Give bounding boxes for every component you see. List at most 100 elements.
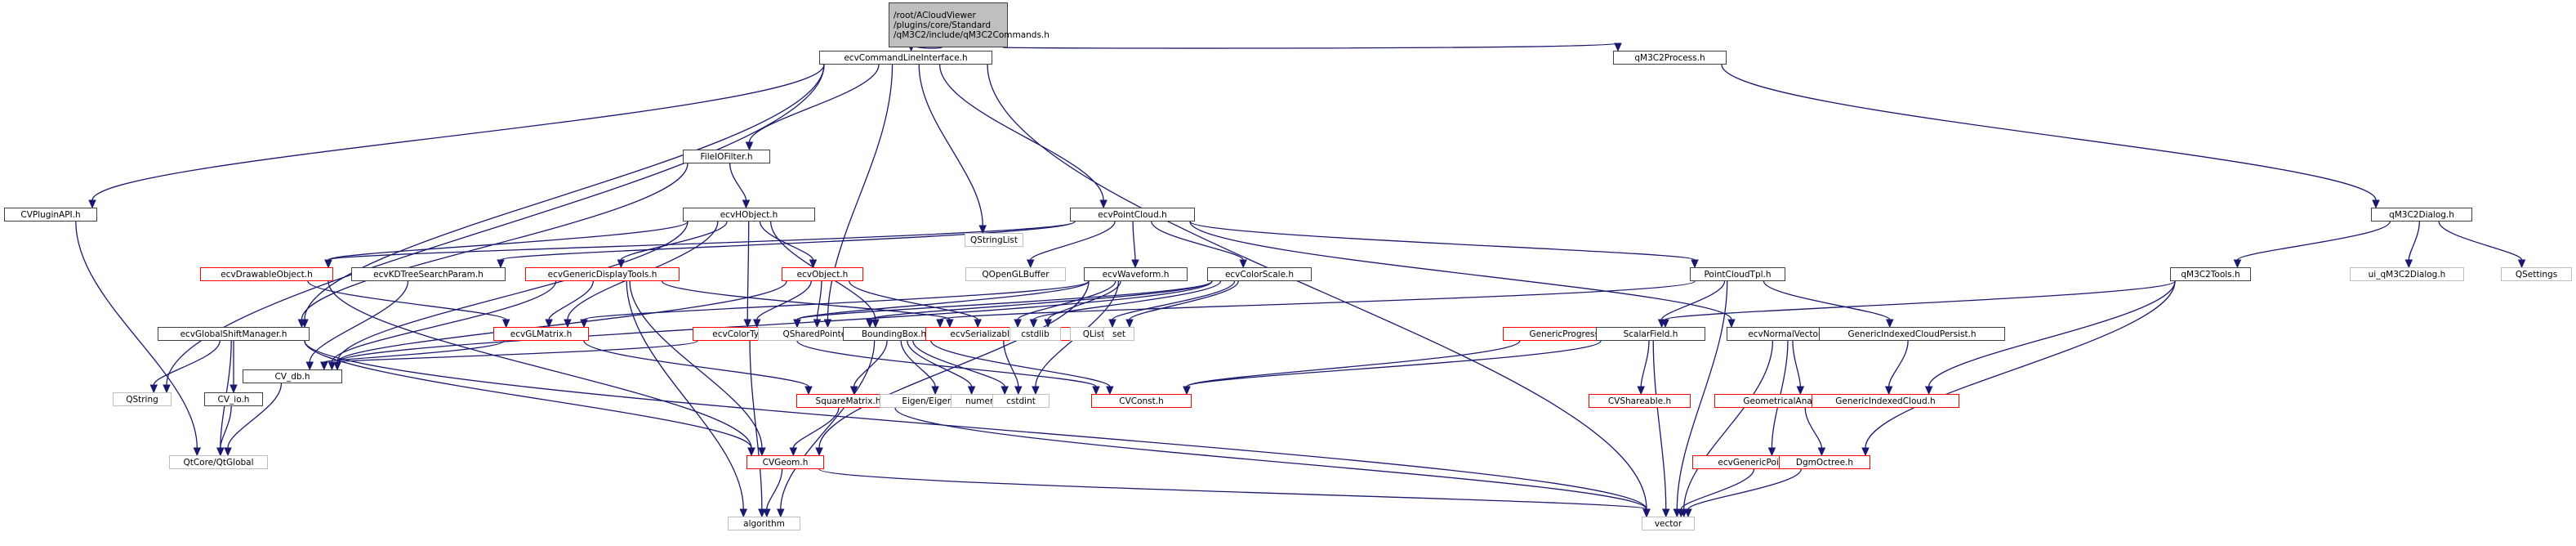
arrowhead-icon: [1727, 319, 1736, 329]
arrowhead-icon: [1106, 386, 1114, 396]
arrowhead-icon: [745, 141, 754, 151]
arrowhead-icon: [320, 361, 328, 371]
node-fileiofilter[interactable]: FileIOFilter.h: [683, 150, 770, 163]
node-scalarfield[interactable]: ScalarField.h: [1596, 327, 1705, 341]
edge-bbox-to-cvconst: [930, 340, 1111, 387]
node-cvgeom[interactable]: CVGeom.h: [747, 455, 824, 469]
node-qm3c2dialog[interactable]: qM3C2Dialog.h: [2371, 208, 2472, 222]
node-cv-io[interactable]: CV_io.h: [204, 392, 263, 406]
edge-cvdb-to-qtglobal: [227, 383, 283, 449]
node-qm3c2process[interactable]: qM3C2Process.h: [1613, 51, 1727, 65]
node-ecvkdtreesearchparam[interactable]: ecvKDTreeSearchParam.h: [351, 267, 506, 281]
edge-colortypes-to-cvconst: [796, 340, 1097, 387]
arrowhead-icon: [1001, 386, 1009, 396]
edge-colortypes-to-cvdb: [336, 340, 698, 363]
node-label: ecvHObject.h: [720, 209, 778, 220]
arrowhead-icon: [804, 386, 813, 396]
edge-octree-to-vector: [1687, 468, 1802, 510]
edge-root-to-process: [1002, 43, 1619, 49]
edge-colortypes-to-algorithm: [749, 340, 763, 510]
edge-gendisp-to-glmatrix: [548, 280, 594, 320]
node-label: CVGeom.h: [762, 457, 809, 468]
edge-gendisp-to-algorithm: [626, 280, 744, 510]
node-qopenglbuffer: QOpenGLBuffer: [965, 267, 1066, 281]
node-label: FileIOFilter.h: [700, 151, 753, 162]
node-label: algorithm: [743, 518, 785, 529]
edge-globalshift-to-vector: [304, 340, 1647, 510]
edge-waveform-to-glmatrix: [583, 280, 1090, 320]
edge-bbox-to-eigen: [900, 340, 936, 387]
node-ecvglmatrix[interactable]: ecvGLMatrix.h: [493, 327, 589, 341]
node-pointcloudtpl[interactable]: PointCloudTpl.h: [1690, 267, 1785, 281]
node-ecvdrawableobject[interactable]: ecvDrawableObject.h: [200, 267, 333, 281]
arrowhead-icon: [328, 361, 336, 371]
arrowhead-icon: [230, 384, 238, 394]
node-ecvgenericdisplaytools[interactable]: ecvGenericDisplayTools.h: [525, 267, 680, 281]
arrowhead-icon: [333, 361, 341, 371]
edge-hobject-to-drawable: [328, 221, 689, 261]
node-label: ecvNormalVectors.h: [1748, 329, 1834, 339]
node-label: QString: [126, 394, 158, 405]
edge-colorscale-to-serializable: [1032, 280, 1222, 320]
edge-hobject-to-gendisp: [620, 221, 728, 261]
arrowhead-icon: [743, 319, 752, 329]
node-ecvcommandlineinterface[interactable]: ecvCommandLineInterface.h: [819, 51, 992, 65]
edge-cli-to-vector: [987, 64, 1647, 510]
node-ecvglobalshiftmanager[interactable]: ecvGlobalShiftManager.h: [158, 327, 310, 341]
node-label: set: [1112, 329, 1126, 339]
edge-kdtree-to-cvdb: [309, 280, 409, 363]
arrowhead-icon: [2404, 259, 2413, 269]
edge-drawable-to-cvgeom: [328, 280, 752, 449]
arrowhead-icon: [216, 447, 225, 457]
node-cvpluginapi[interactable]: CVPluginAPI.h: [4, 208, 97, 222]
node-ecvpointcloud[interactable]: ecvPointCloud.h: [1070, 208, 1195, 222]
node-genericindexedcloud[interactable]: GenericIndexedCloud.h: [1812, 394, 1959, 408]
arrowhead-icon: [931, 386, 939, 396]
node-label: qM3C2Dialog.h: [2389, 209, 2454, 220]
edge-pointcloud-to-kdtree: [500, 221, 1076, 261]
arrowhead-icon: [297, 319, 306, 329]
arrowhead-icon: [1032, 386, 1040, 396]
arrowhead-icon: [747, 447, 755, 457]
edge-bbox-to-algorithm: [780, 340, 876, 510]
node-dgmoctree[interactable]: DgmOctree.h: [1779, 455, 1870, 469]
node-label: QOpenGLBuffer: [982, 269, 1050, 280]
node-cvshareable[interactable]: CVShareable.h: [1589, 394, 1691, 408]
arrowhead-icon: [742, 199, 751, 209]
node-cvconst[interactable]: CVConst.h: [1091, 394, 1192, 408]
node-label: CVPluginAPI.h: [20, 209, 81, 220]
arrowhead-icon: [1886, 319, 1894, 329]
node-qtcore-qtglobal: QtCore/QtGlobal: [169, 455, 268, 469]
arrowhead-icon: [580, 319, 588, 329]
edge-hobject-to-colortypes: [747, 221, 750, 320]
arrowhead-icon: [1125, 319, 1134, 329]
edge-pluginapi-to-qtglobal: [75, 221, 198, 449]
node-qm3c2tools[interactable]: qM3C2Tools.h: [2170, 267, 2251, 281]
edge-gendisp-to-cvdb: [331, 280, 557, 363]
node-boundingbox[interactable]: BoundingBox.h: [843, 327, 945, 341]
node-label: DgmOctree.h: [1795, 457, 1854, 468]
node-ecvwaveform[interactable]: ecvWaveform.h: [1084, 267, 1188, 281]
arrowhead-icon: [967, 386, 976, 396]
edge-waveform-to-serializable: [1017, 280, 1116, 320]
node-label: cstdlib: [1021, 329, 1050, 339]
arrowhead-icon: [497, 259, 505, 269]
node-ecvcolorscale[interactable]: ecvColorScale.h: [1207, 267, 1312, 281]
arrowhead-icon: [1099, 199, 1108, 209]
node-ecvobject[interactable]: ecvObject.h: [782, 267, 863, 281]
edge-cvgeom-to-algorithm: [766, 468, 783, 510]
node-squarematrix[interactable]: SquareMatrix.h: [796, 394, 900, 408]
root-file-node[interactable]: /root/ACloudViewer /plugins/core/Standar…: [889, 2, 1050, 47]
arrowhead-icon: [978, 225, 987, 235]
arrowhead-icon: [1796, 386, 1805, 396]
node-cstdlib: cstdlib: [1009, 327, 1061, 341]
node-genericindexedcloudpersist[interactable]: GenericIndexedCloudPersist.h: [1819, 327, 2005, 341]
edge-tools-to-progress: [1665, 280, 2176, 320]
node-ecvhobject[interactable]: ecvHObject.h: [683, 208, 815, 222]
arrowhead-icon: [1642, 508, 1651, 518]
edge-progress-to-cvconst: [1186, 340, 1521, 387]
node-cv-db[interactable]: CV_db.h: [243, 369, 342, 383]
arrowhead-icon: [789, 447, 798, 457]
arrowhead-icon: [1684, 508, 1692, 518]
